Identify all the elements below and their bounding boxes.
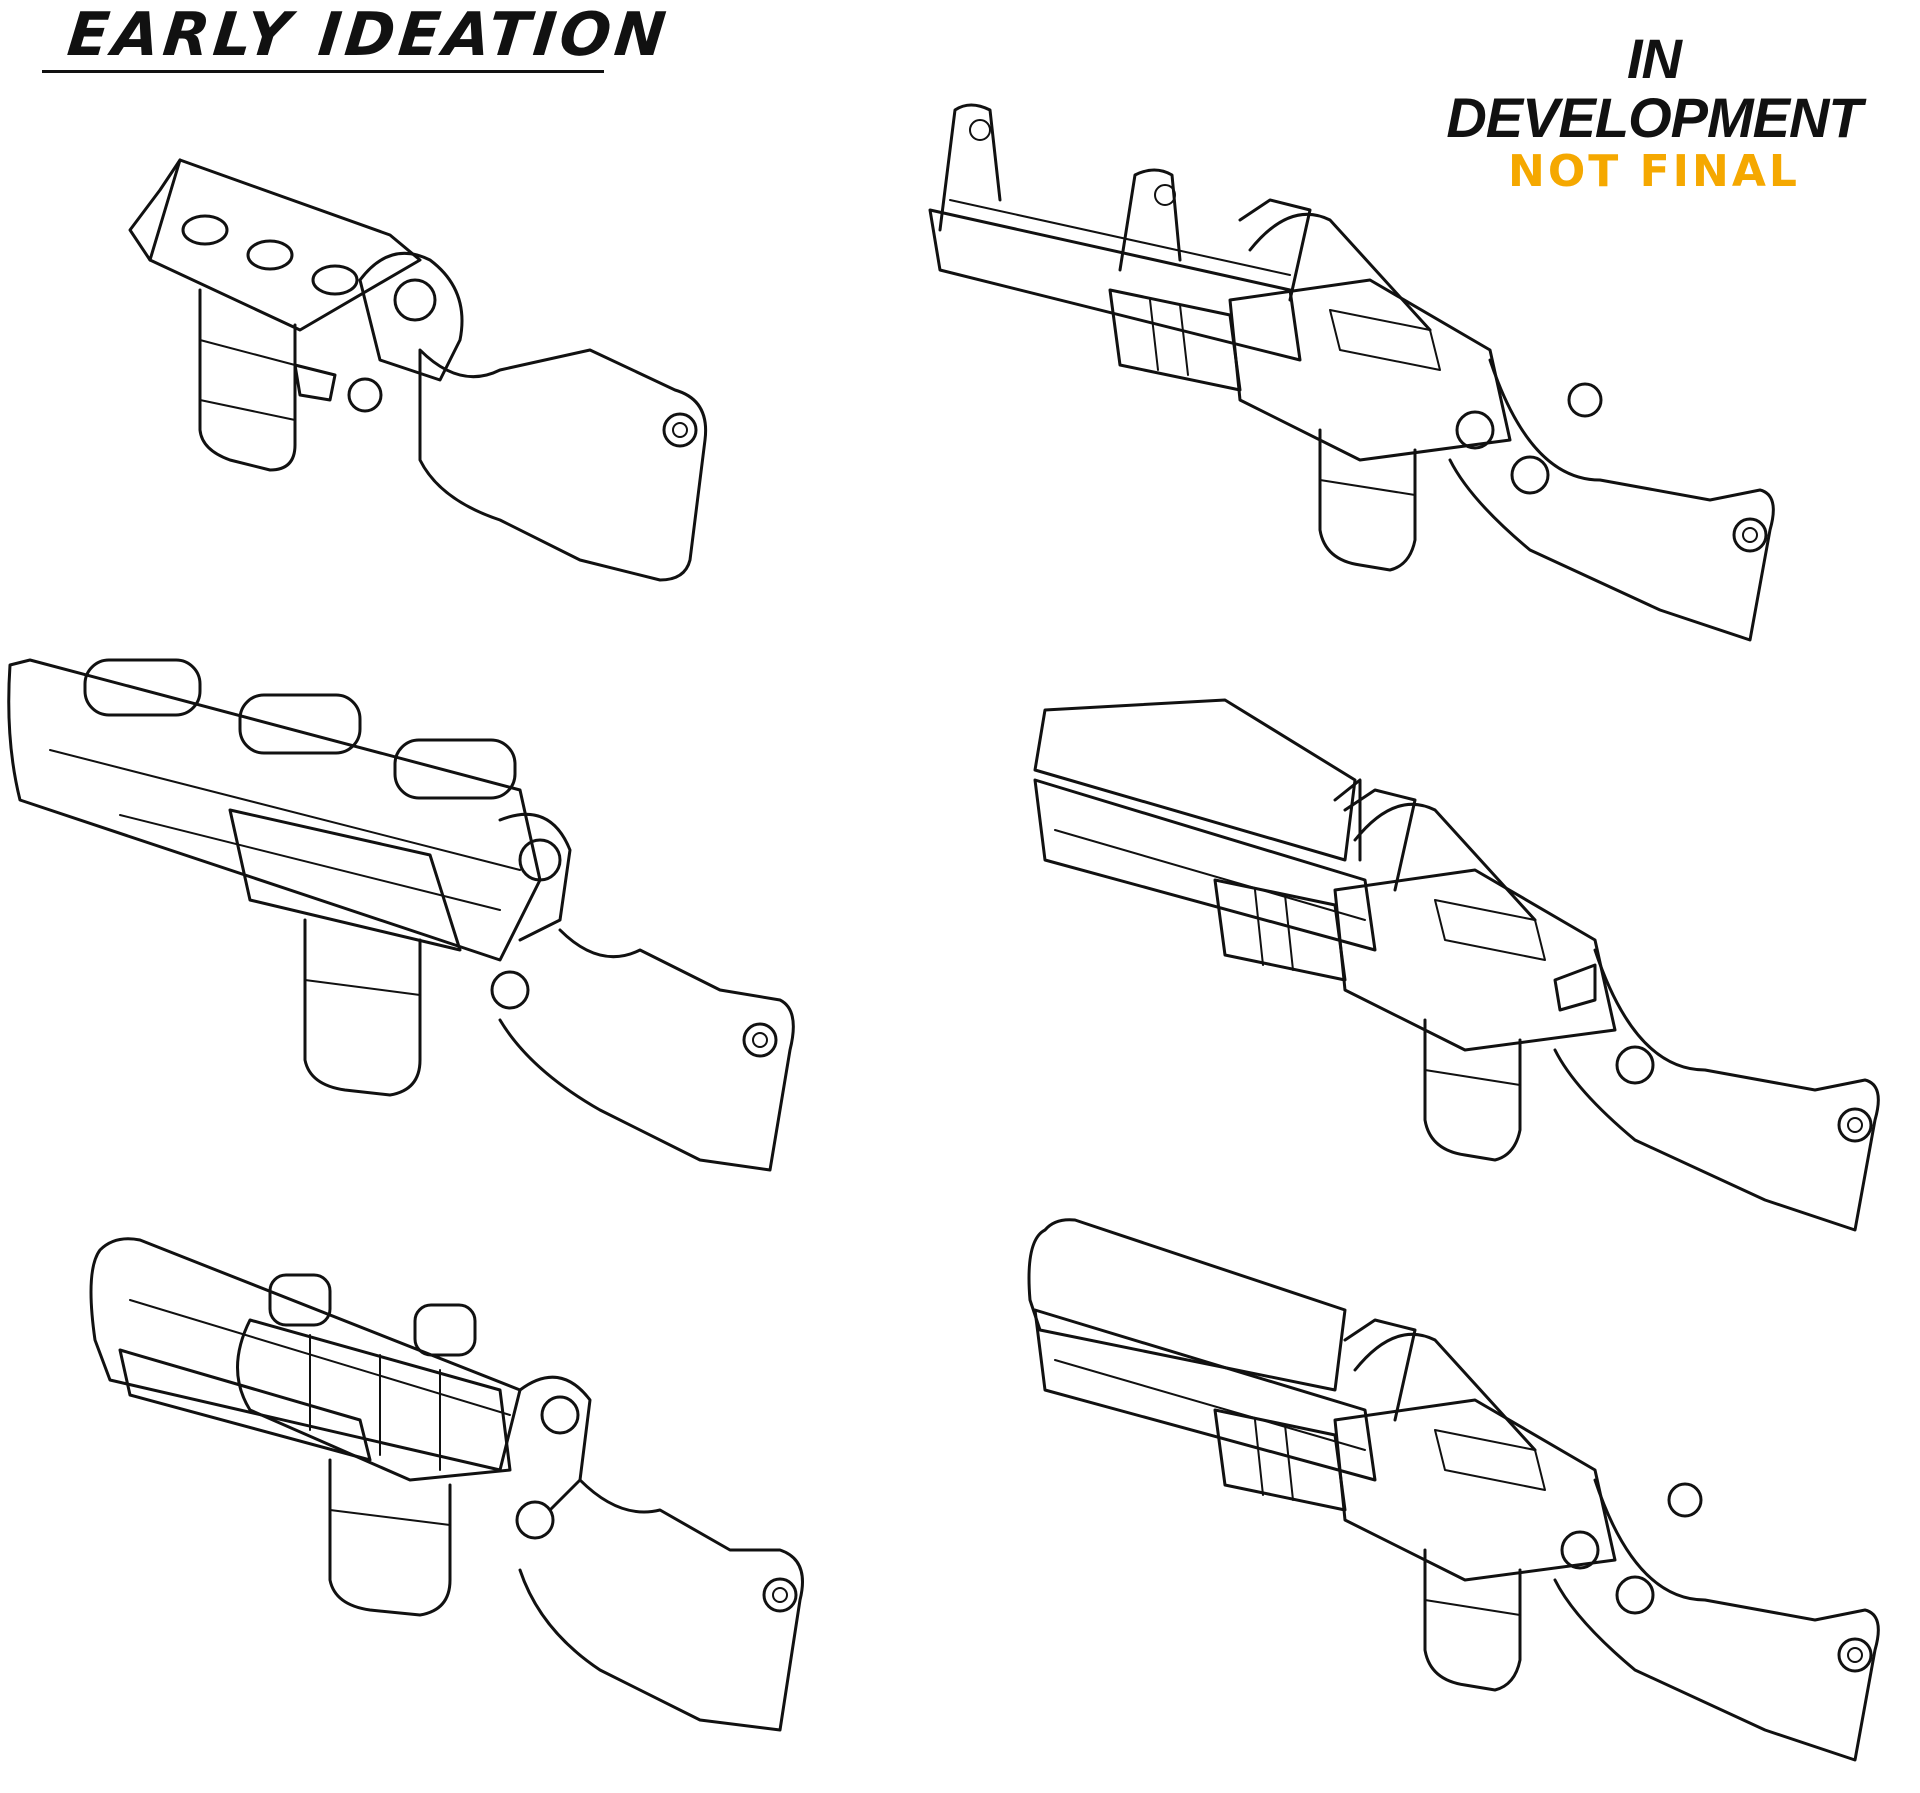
page-title: EARLY IDEATION bbox=[64, 0, 673, 70]
sketch-variant-3 bbox=[0, 640, 820, 1200]
sketch-variant-4 bbox=[1015, 680, 1915, 1280]
sketch-variant-6-drawing bbox=[1027, 1218, 1880, 1762]
sketch-variant-2 bbox=[910, 100, 1810, 660]
status-stamp: IN DEVELOPMENT NOT FINAL bbox=[1424, 27, 1884, 197]
sketch-variant-1 bbox=[120, 140, 740, 600]
sketch-variant-5-drawing bbox=[89, 1237, 804, 1732]
sketch-variant-5 bbox=[80, 1220, 840, 1760]
sketch-variant-3-drawing bbox=[7, 658, 795, 1172]
sketch-variant-2-drawing bbox=[928, 103, 1775, 642]
sketch-variant-4-drawing bbox=[1033, 698, 1880, 1232]
status-main-label: IN DEVELOPMENT bbox=[1446, 27, 1862, 149]
status-sub-label: NOT FINAL bbox=[1508, 145, 1800, 197]
sketch-variant-1-drawing bbox=[128, 158, 708, 582]
title-underline bbox=[42, 70, 604, 73]
sketch-variant-6 bbox=[1015, 1210, 1915, 1770]
